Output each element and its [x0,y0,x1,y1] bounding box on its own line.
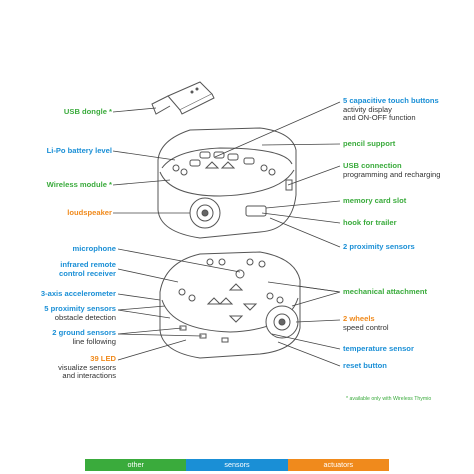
label-proximity-5-title: 5 proximity sensors [44,304,116,313]
label-proximity-2: 2 proximity sensors [343,242,415,251]
label-pencil-support: pencil support [343,139,396,148]
legend-actuators: actuators [287,459,389,471]
label-usb-conn-sub: programming and recharging [343,169,441,179]
label-led: 39 LED visualize sensors and interaction… [20,354,116,381]
label-memory-card: memory card slot [343,196,407,205]
label-led-sub2: and interactions [62,371,116,381]
label-touch-sub1: activity display [343,104,392,114]
label-ground-title: 2 ground sensors [52,328,116,337]
label-led-title: 39 LED [90,354,116,363]
legend-other: other [85,459,187,471]
label-loudspeaker: loudspeaker [67,208,112,217]
robot-top-drawing [157,127,297,239]
label-wheels-sub: speed control [343,322,389,332]
label-battery-level: Li-Po battery level [46,146,112,155]
legend-sensors: sensors [186,459,288,471]
label-accelerometer: 3-axis accelerometer [40,289,116,298]
label-hook-trailer: hook for trailer [343,218,397,227]
label-wireless-module: Wireless module * [46,180,112,189]
label-usb-connection: USB connection programming and rechargin… [343,161,441,179]
label-usb-conn-title: USB connection [343,161,402,170]
label-touch-buttons: 5 capacitive touch buttons activity disp… [343,96,439,123]
label-led-sub1: visualize sensors [58,362,116,372]
label-mechanical-attachment: mechanical attachment [343,287,427,296]
footnote-wireless: * available only with Wireless Thymio [346,396,432,402]
label-infrared-line2: control receiver [59,268,116,278]
usb-dongle-drawing [151,81,215,115]
label-ground-sub: line following [72,336,116,346]
robot-bottom-drawing [159,251,301,359]
label-proximity-5: 5 proximity sensors obstacle detection [20,304,116,322]
label-touch-sub2: and ON-OFF function [343,113,416,123]
label-proximity-5-sub: obstacle detection [54,312,116,322]
label-microphone: microphone [72,244,116,253]
label-touch-title: 5 capacitive touch buttons [343,96,439,105]
color-legend: other sensors actuators [85,459,389,471]
label-infrared-receiver: infrared remote control receiver [30,260,116,278]
label-reset-button: reset button [343,361,387,370]
leader-lines [112,101,341,367]
label-infrared-line1: infrared remote [60,260,116,269]
label-wheels: 2 wheels speed control [343,314,389,332]
label-temperature: temperature sensor [343,344,414,353]
label-usb-dongle: USB dongle * [63,107,112,116]
label-ground-sensors: 2 ground sensors line following [20,328,116,346]
label-wheels-title: 2 wheels [343,314,375,323]
